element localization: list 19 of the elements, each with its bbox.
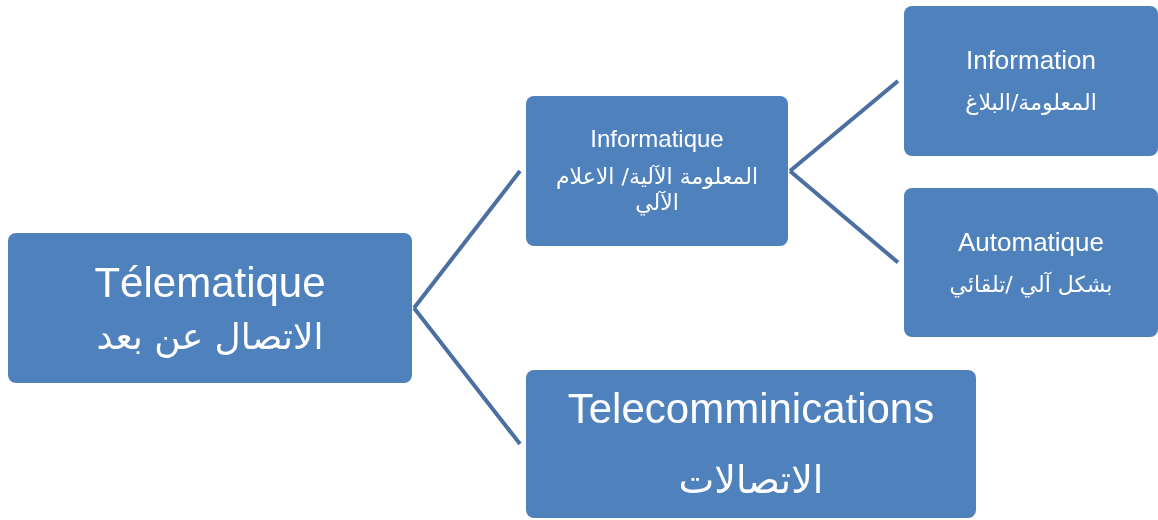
box-subheading: الاتصال عن بعد	[96, 314, 324, 358]
process-box	[904, 6, 1158, 156]
box-subheading: المعلومة الآلية/ الاعلام الآلي	[554, 164, 760, 217]
box-heading: Information	[965, 45, 1097, 77]
box-heading: Telecomminications	[567, 384, 935, 434]
process-box	[904, 188, 1158, 337]
connector-line	[788, 169, 900, 265]
process-box	[8, 233, 412, 383]
connector-line	[412, 169, 522, 310]
process-box	[526, 96, 788, 246]
box-subheading: المعلومة/البلاغ	[965, 90, 1097, 117]
box-heading: Télematique	[94, 258, 326, 309]
connector-line	[788, 79, 900, 173]
connector-line	[412, 306, 522, 446]
box-heading: Informatique	[590, 125, 724, 154]
box-heading: Automatique	[958, 226, 1104, 258]
box-subheading: الاتصالات	[678, 458, 824, 504]
process-box	[526, 370, 976, 518]
box-subheading: بشكل آلي /تلقائي	[949, 271, 1113, 299]
